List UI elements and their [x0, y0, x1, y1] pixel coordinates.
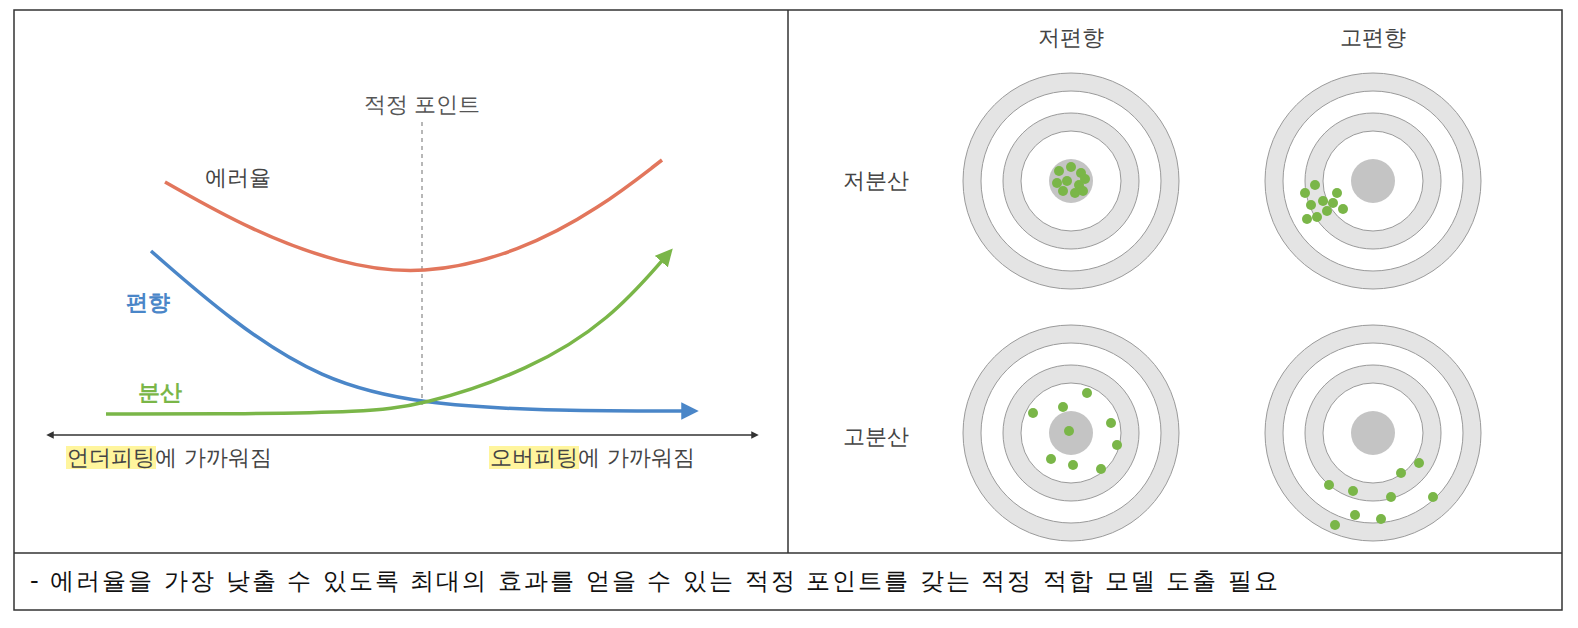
- hit-dot: [1062, 176, 1072, 186]
- hit-dot: [1396, 468, 1406, 478]
- target-ring: [1323, 383, 1423, 483]
- hit-dot: [1328, 198, 1338, 208]
- target-ring: [1351, 411, 1395, 455]
- target: [1265, 73, 1481, 289]
- target-ring: [1283, 343, 1463, 523]
- bias-curve: [151, 251, 690, 411]
- hit-dot: [1046, 454, 1056, 464]
- row-header: 고분산: [843, 424, 909, 450]
- target-ring: [981, 91, 1161, 271]
- target-ring: [1323, 131, 1423, 231]
- hit-dot: [1112, 440, 1122, 450]
- column-header: 저편향: [1038, 25, 1104, 51]
- hit-dot: [1350, 510, 1360, 520]
- target: [963, 73, 1179, 289]
- outer-border: [14, 10, 1562, 610]
- tradeoff-chart: [50, 122, 755, 435]
- hit-dot: [1302, 214, 1312, 224]
- hit-dot: [1064, 426, 1074, 436]
- target-ring: [1049, 411, 1093, 455]
- hit-dot: [1310, 180, 1320, 190]
- overfit-label: 오버피팅에 가까워짐: [490, 445, 695, 471]
- target: [963, 325, 1179, 541]
- column-header: 고편향: [1340, 25, 1406, 51]
- divider: [14, 552, 1562, 554]
- hit-dot: [1096, 464, 1106, 474]
- target-ring: [1265, 73, 1481, 289]
- hit-dot: [1028, 408, 1038, 418]
- targets: [963, 73, 1481, 541]
- underfit-label: 언더피팅에 가까워짐: [67, 445, 272, 471]
- target-ring: [1265, 325, 1481, 541]
- bias-label: 편향: [126, 290, 170, 316]
- hit-dot: [1080, 174, 1090, 184]
- target-ring: [1021, 131, 1121, 231]
- target-ring: [1283, 91, 1463, 271]
- hit-dot: [1324, 480, 1334, 490]
- hit-dot: [1066, 162, 1076, 172]
- optimal-line: [421, 122, 422, 405]
- target-ring: [1003, 365, 1139, 501]
- hit-dot: [1414, 458, 1424, 468]
- hit-dot: [1106, 418, 1116, 428]
- target: [1265, 325, 1481, 541]
- hit-dot: [1376, 514, 1386, 524]
- target-ring: [963, 73, 1179, 289]
- hit-dot: [1338, 204, 1348, 214]
- hit-dot: [1068, 460, 1078, 470]
- hit-dot: [1058, 402, 1068, 412]
- hit-dot: [1330, 520, 1340, 530]
- hit-dot: [1058, 186, 1068, 196]
- target-ring: [1003, 113, 1139, 249]
- hit-dot: [1052, 178, 1062, 188]
- hit-dot: [1318, 196, 1328, 206]
- axis: [50, 434, 755, 436]
- hit-dot: [1332, 188, 1342, 198]
- hit-dot: [1348, 486, 1358, 496]
- target-ring: [1305, 365, 1441, 501]
- variance-label: 분산: [138, 380, 182, 406]
- hit-dot: [1312, 212, 1322, 222]
- target-ring: [1021, 383, 1121, 483]
- hit-dot: [1306, 200, 1316, 210]
- hit-dot: [1054, 166, 1064, 176]
- hit-dot: [1082, 388, 1092, 398]
- error-label: 에러율: [205, 165, 271, 191]
- caption: - 에러율을 가장 낮출 수 있도록 최대의 효과를 얻을 수 있는 적정 포인…: [30, 567, 1280, 596]
- hit-dot: [1322, 206, 1332, 216]
- row-header: 저분산: [843, 168, 909, 194]
- variance-curve: [106, 255, 667, 414]
- hit-dot: [1300, 188, 1310, 198]
- table-frame: [14, 10, 1562, 610]
- hit-dot: [1078, 186, 1088, 196]
- error-curve: [165, 160, 662, 271]
- divider: [787, 10, 789, 553]
- hit-dot: [1428, 492, 1438, 502]
- target-ring: [1351, 159, 1395, 203]
- target-ring: [963, 325, 1179, 541]
- optimal-point-label: 적정 포인트: [364, 92, 481, 118]
- target-ring: [1049, 159, 1093, 203]
- hit-dot: [1386, 492, 1396, 502]
- target-ring: [1305, 113, 1441, 249]
- target-ring: [981, 343, 1161, 523]
